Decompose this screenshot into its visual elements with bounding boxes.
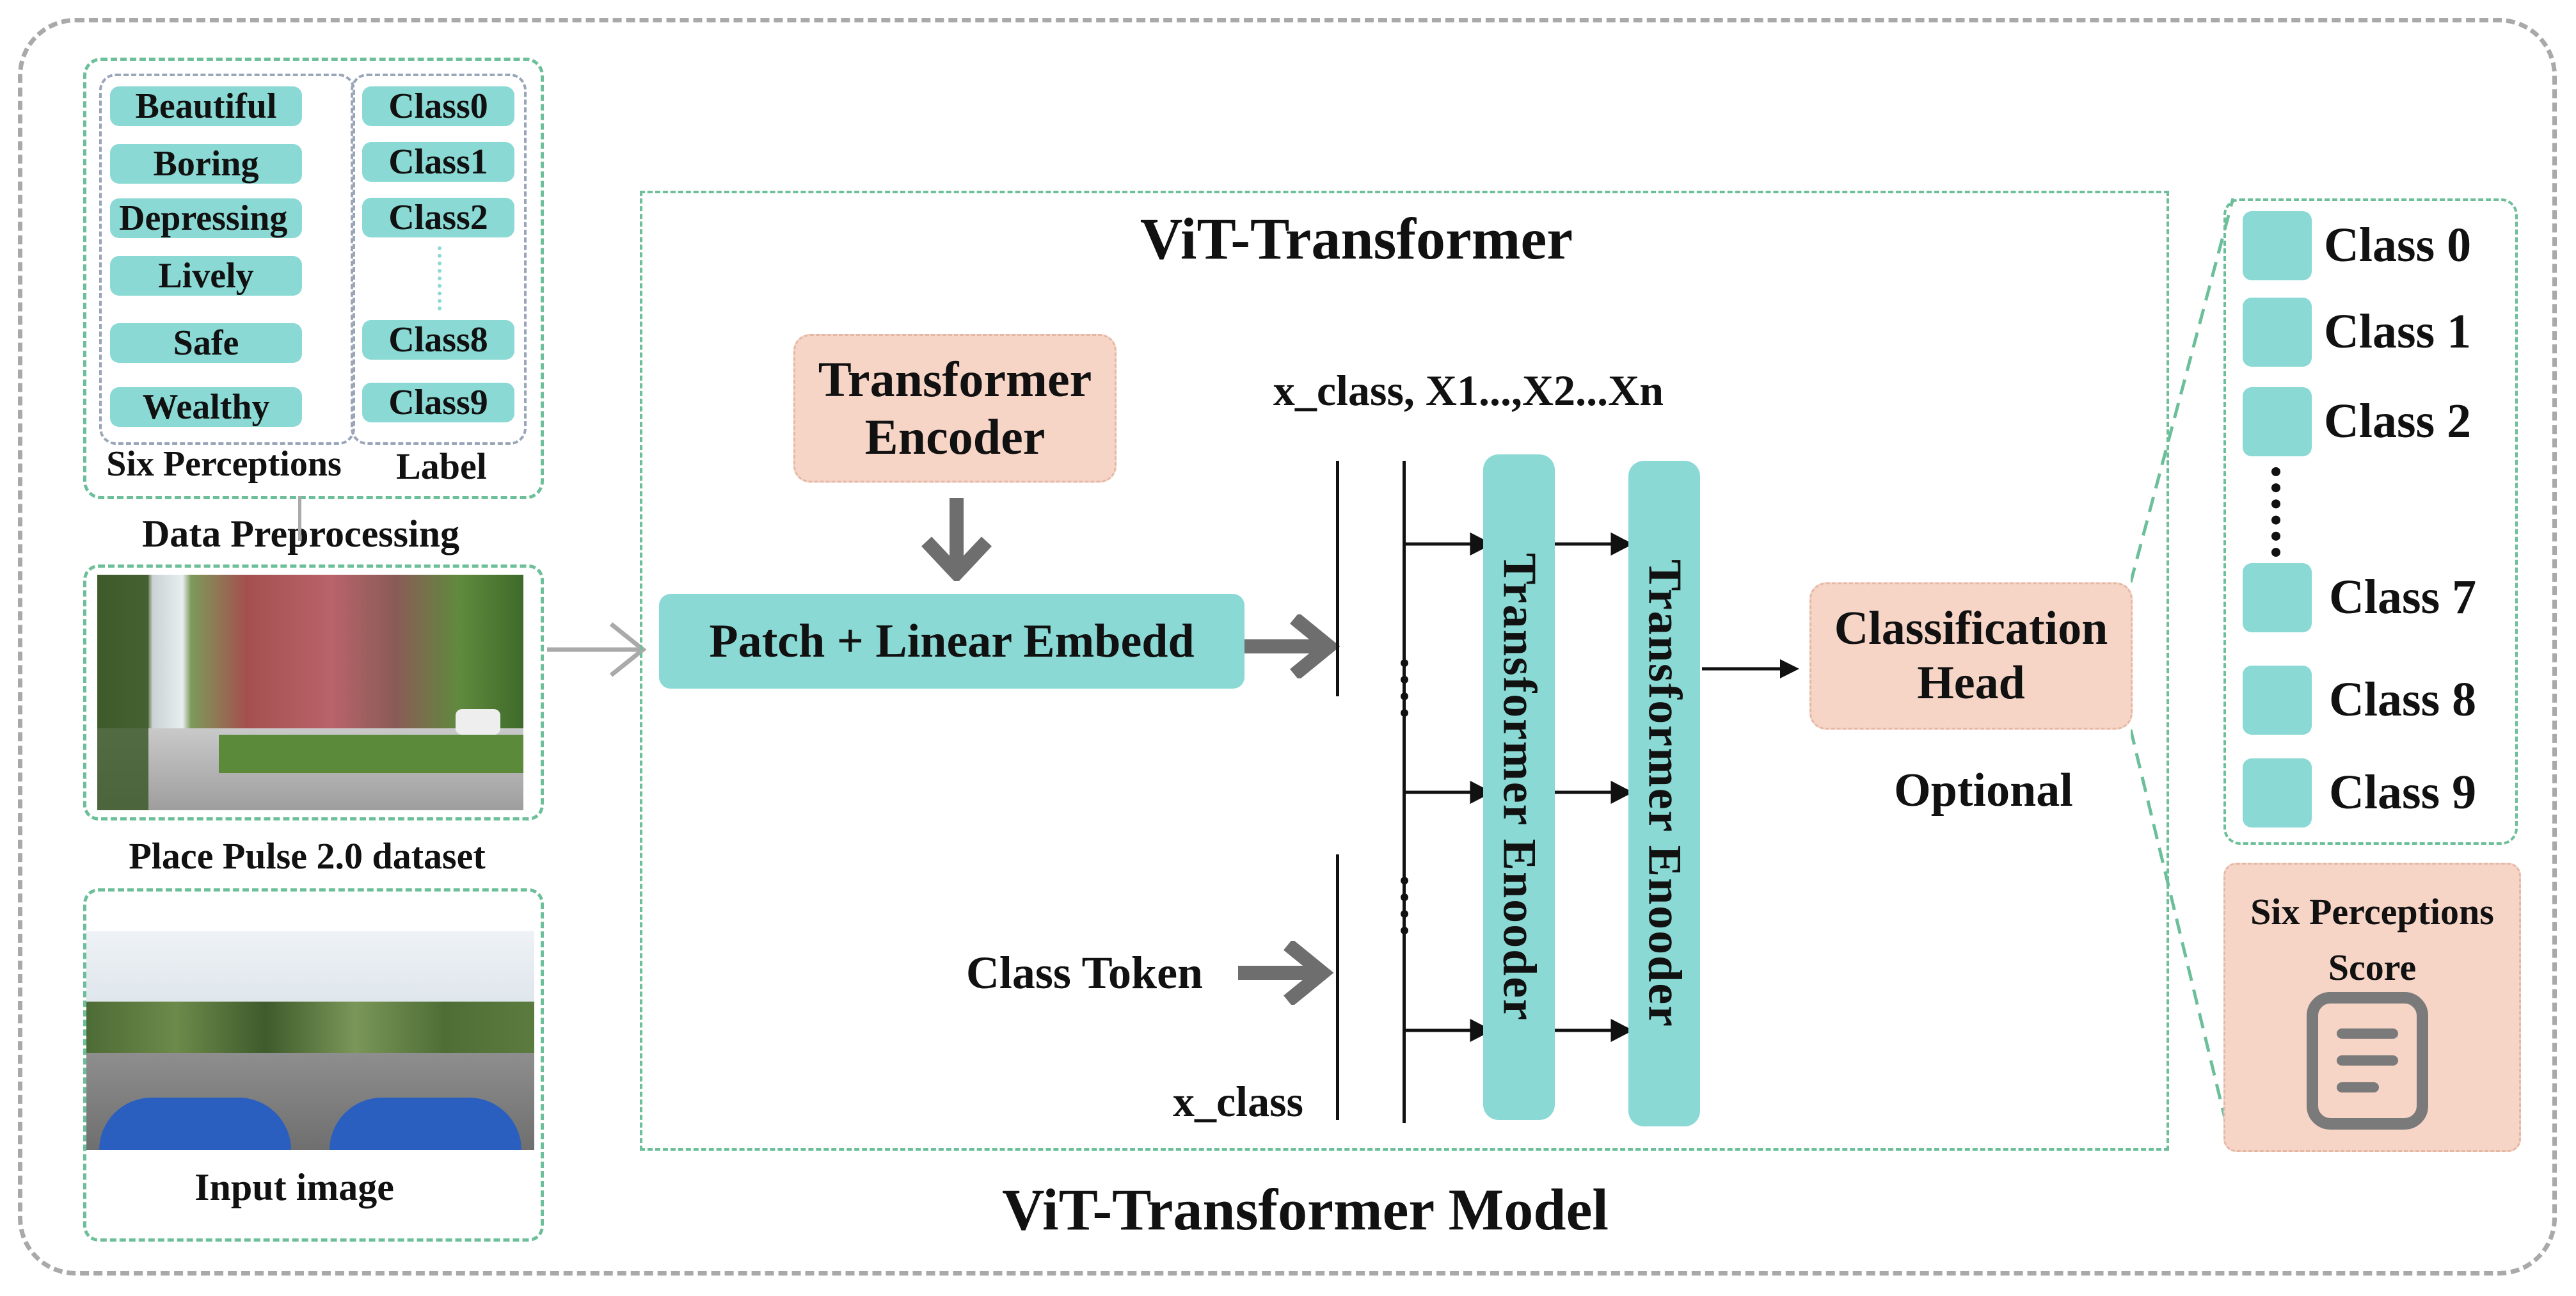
token-ellipsis	[1401, 659, 1408, 717]
label-pill: Class9	[362, 383, 514, 422]
projection-lines	[2131, 198, 2235, 1153]
class-ellipsis	[2271, 467, 2280, 557]
patch-to-sequence-arrow	[1244, 614, 1340, 678]
label-pill: Class1	[362, 142, 514, 182]
transformer-encoder-column-2: Transformer Enoоder	[1628, 461, 1700, 1126]
dataset-caption: Place Pulse 2.0 dataset	[129, 835, 486, 877]
token-arrows	[1403, 532, 1634, 1043]
patch-embedding-box: Patch + Linear Embedd	[659, 594, 1244, 689]
input-caption: Input image	[195, 1165, 394, 1208]
labels-group	[351, 74, 527, 445]
sequence-line-left-bottom	[1336, 854, 1339, 1120]
x-class-label: x_class	[1173, 1076, 1303, 1126]
panorama-photo	[86, 931, 534, 1150]
perception-pill: Wealthy	[110, 387, 302, 427]
classification-head-label: Classification Head	[1834, 602, 2108, 709]
perception-pill: Lively	[110, 256, 302, 296]
perceptions-score-label: Six Perceptions Score	[2250, 891, 2494, 988]
class-label: Class 1	[2324, 305, 2472, 358]
class-label: Class 7	[2329, 570, 2477, 624]
transformer-encoder-box: Transformer Encoder	[793, 334, 1117, 483]
output-classes-panel	[2223, 198, 2518, 845]
perceptions-group	[99, 74, 355, 445]
class-label: Class 9	[2329, 765, 2477, 819]
label-pill: Class8	[362, 320, 514, 360]
class-square	[2243, 758, 2312, 828]
label-pill: Class0	[362, 86, 514, 126]
photo-arrow-up	[298, 496, 301, 541]
sequence-label: x_class, X1...,X2...Xn	[1273, 365, 1664, 415]
encoder-to-head-arrow	[1702, 659, 1799, 678]
input-panel	[83, 888, 544, 1242]
transformer-encoder-column-1: Transformer Enoоder	[1483, 454, 1555, 1120]
transformer-encoder-label: Transformer Encoder	[818, 351, 1092, 465]
class-label: Class 8	[2329, 673, 2477, 726]
token-ellipsis	[1401, 877, 1408, 934]
perception-pill: Safe	[110, 323, 302, 363]
document-icon	[2307, 992, 2428, 1130]
perceptions-score-box: Six Perceptions Score	[2223, 863, 2521, 1152]
class-square	[2243, 298, 2312, 367]
encoder-2-label: Transformer Enoоder	[1638, 559, 1691, 1028]
data-preprocessing-panel	[83, 58, 544, 499]
class-square	[2243, 666, 2312, 735]
vit-title: ViT-Transformer	[1140, 206, 1573, 271]
street-photo	[97, 575, 523, 810]
vit-panel	[640, 191, 2169, 1151]
sequence-line-left-top	[1336, 461, 1339, 696]
label-pill: Class2	[362, 198, 514, 237]
class-token-arrow	[1238, 941, 1334, 1005]
perception-pill: Depressing	[110, 198, 302, 238]
dataset-to-vit-arrow	[547, 622, 647, 677]
class-square	[2243, 387, 2312, 456]
perceptions-caption: Six Perceptions	[106, 444, 342, 484]
class-square	[2243, 563, 2312, 632]
class-square	[2243, 211, 2312, 280]
class-label: Class 0	[2324, 218, 2472, 272]
class-token-label: Class Token	[966, 947, 1204, 998]
encoder-1-label: Transformer Enoоder	[1493, 552, 1546, 1021]
perception-pill: Beautiful	[110, 86, 302, 126]
dataset-panel	[83, 564, 544, 820]
label-ellipsis	[438, 246, 441, 310]
labels-caption: Label	[396, 445, 487, 487]
classification-head-box: Classification Head	[1809, 582, 2133, 730]
encoder-down-arrow	[921, 498, 992, 581]
model-title: ViT-Transformer Model	[1002, 1177, 1609, 1242]
optional-label: Optional	[1894, 764, 2073, 817]
class-label: Class 2	[2324, 394, 2472, 448]
perception-pill: Boring	[110, 144, 302, 184]
